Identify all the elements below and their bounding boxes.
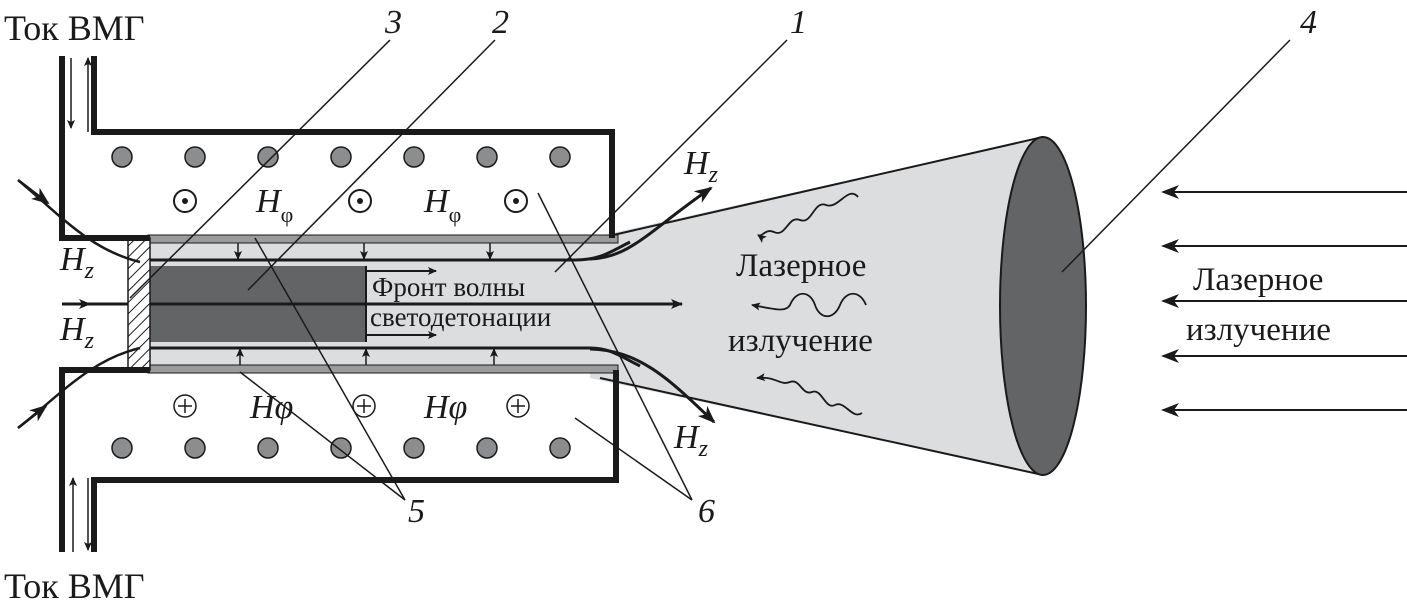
target-disk [999, 136, 1087, 476]
laser-outer-label-line1: Лазерное [1193, 262, 1323, 298]
compression-arrows [234, 243, 498, 365]
upper-conductor [59, 56, 615, 241]
current-label-top: Ток ВМГ [4, 8, 145, 48]
laser-outer-label-line2: излучение [1186, 312, 1331, 348]
lower-conductor [59, 367, 619, 552]
laser-wavy-arrows [751, 192, 867, 416]
hz-field-line-bottom-left [17, 346, 141, 429]
callout-3: 3 [384, 4, 402, 41]
laser-cone [590, 136, 1087, 476]
hz-label-right-top: Hz [683, 145, 719, 188]
hphi-label-top-2: Hφ [423, 183, 461, 227]
hz-label-left-bottom: Hz [59, 311, 95, 354]
hphi-label-bottom-1: Hφ [249, 389, 293, 426]
current-label-bottom: Ток ВМГ [4, 566, 145, 606]
hz-label-right-bottom: Hz [673, 419, 709, 462]
callout-6: 6 [698, 493, 715, 530]
coil-wires-top [111, 146, 571, 168]
tube-wall-bottom [147, 364, 619, 374]
front-label-line2: светодетонации [370, 302, 551, 332]
laser-inner-label-line1: Лазерное [736, 248, 866, 284]
callout-1: 1 [790, 4, 807, 41]
callout-2: 2 [492, 4, 509, 41]
tube-wall-top [147, 234, 619, 244]
callout-4: 4 [1300, 4, 1317, 41]
boundary-top [148, 240, 631, 262]
hz-field-line-top-right [589, 186, 713, 261]
front-label-line1: Фронт волны [372, 272, 525, 302]
laser-inner-label-line2: излучение [728, 323, 873, 359]
callout-leaders [129, 39, 1291, 501]
incoming-laser-arrows [1161, 185, 1407, 417]
hz-label-left-top: Hz [59, 241, 95, 284]
coil-wires-bottom [111, 437, 571, 459]
field-in-symbols [173, 394, 530, 418]
callout-5: 5 [408, 493, 425, 530]
hphi-label-top-1: Hφ [255, 183, 293, 227]
field-out-symbols [173, 189, 528, 213]
hz-field-line-bottom-right [589, 347, 716, 424]
hphi-label-bottom-2: Hφ [423, 389, 467, 426]
